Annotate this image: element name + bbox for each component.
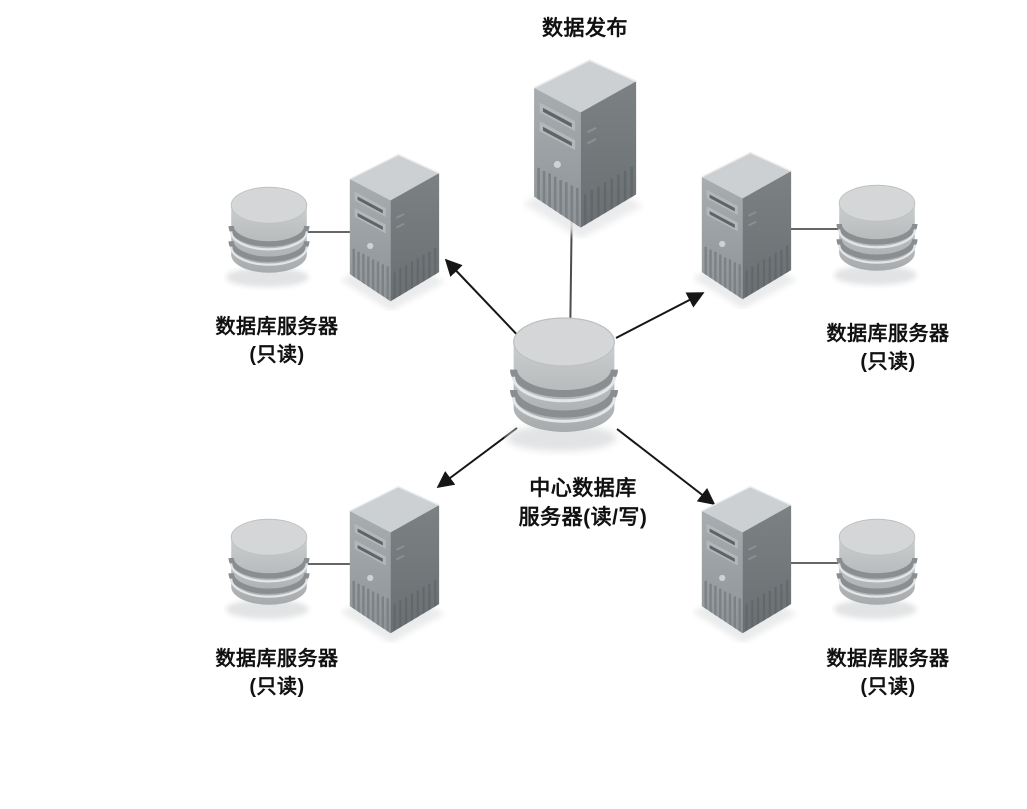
arrow-center-to-bottomleft [436, 427, 518, 489]
topleft-label: 数据库服务器 (只读) [215, 316, 339, 366]
center-database-cylinder-icon [504, 306, 624, 456]
bottomleft-database-cylinder-icon [224, 510, 314, 623]
bottomright-database-cylinder-icon [832, 510, 922, 623]
bottomleft-label: 数据库服务器 (只读) [215, 648, 339, 698]
publisher-label: 数据发布 [542, 17, 628, 40]
bottomleft-server-tower-icon [340, 478, 447, 643]
topright-database-cylinder-icon [832, 176, 922, 289]
bottomright-server-tower-icon [692, 478, 799, 643]
publisher-server-tower-icon [523, 50, 645, 239]
arrow-center-to-topright [615, 292, 705, 339]
topleft-database-cylinder-icon [224, 178, 314, 291]
arrow-center-to-topleft [444, 258, 525, 343]
arrow-center-to-bottomright [616, 428, 716, 506]
center-database-label: 中心数据库 服务器(读/写) [518, 477, 648, 529]
topright-label: 数据库服务器 (只读) [826, 323, 950, 373]
topright-server-tower-icon [692, 144, 799, 309]
topleft-server-tower-icon [340, 146, 447, 311]
bottomright-label: 数据库服务器 (只读) [826, 648, 950, 698]
